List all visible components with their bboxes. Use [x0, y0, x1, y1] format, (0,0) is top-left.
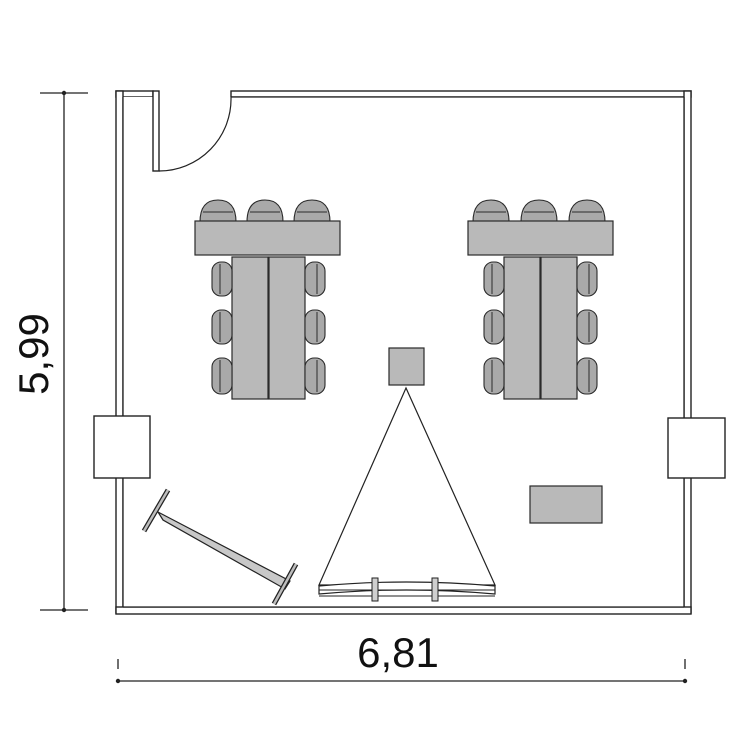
chair: [576, 357, 598, 395]
chair: [211, 357, 233, 395]
chair: [472, 199, 510, 223]
chair: [246, 199, 284, 223]
left-table-group: [194, 199, 341, 400]
chair: [304, 261, 326, 297]
right-table-group: [467, 199, 614, 400]
left-wall-box: [93, 415, 151, 479]
chair: [483, 357, 505, 395]
chair: [576, 309, 598, 345]
chair: [520, 199, 558, 223]
height-label: 5,99: [10, 313, 57, 395]
chair: [304, 357, 326, 395]
right-wall-box: [667, 417, 726, 479]
chair: [304, 309, 326, 345]
table: [268, 256, 306, 400]
chair: [483, 261, 505, 297]
head-table: [467, 220, 614, 256]
chair: [576, 261, 598, 297]
head-table: [194, 220, 341, 256]
easel-stand: [141, 488, 299, 606]
width-label: 6,81: [357, 629, 439, 676]
table: [540, 256, 578, 400]
table: [231, 256, 269, 400]
side-table: [529, 485, 603, 524]
chair: [211, 309, 233, 345]
chair: [483, 309, 505, 345]
height-dimension: 5,99: [10, 90, 88, 613]
chair: [199, 199, 237, 223]
projection-screen: [318, 577, 496, 602]
table: [503, 256, 541, 400]
door: [152, 90, 232, 172]
chair: [293, 199, 331, 223]
width-dimension: 6,81: [115, 629, 688, 684]
projector: [388, 347, 425, 386]
chair: [211, 261, 233, 297]
chair: [568, 199, 606, 223]
walls: [115, 90, 692, 615]
